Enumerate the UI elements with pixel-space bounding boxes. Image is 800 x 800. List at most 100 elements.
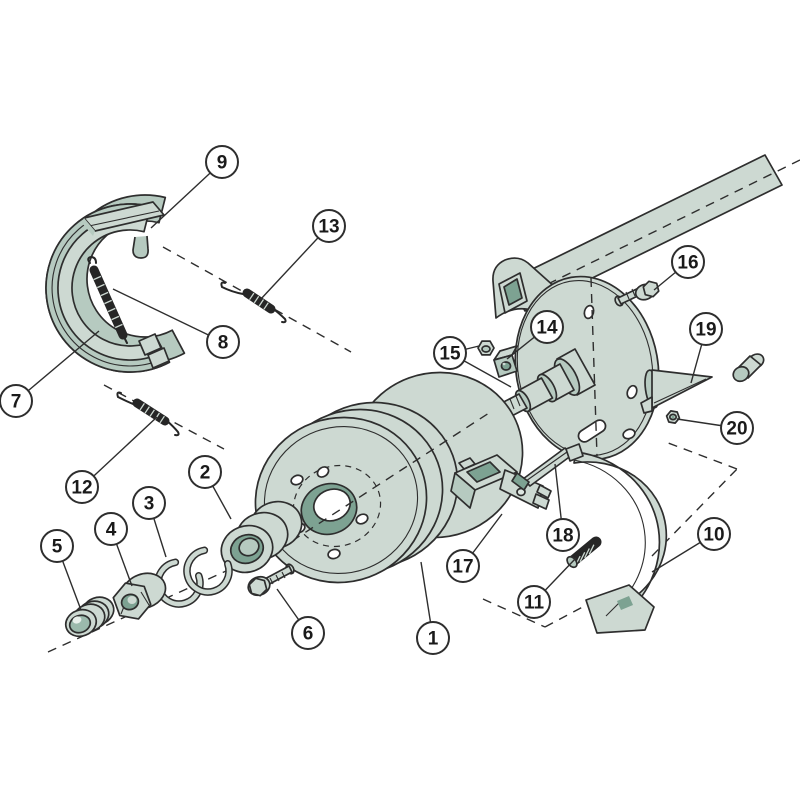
brake-drum bbox=[254, 371, 524, 584]
thread-line bbox=[625, 291, 630, 300]
spring12-left-hook bbox=[116, 391, 134, 405]
callout-19-number: 19 bbox=[695, 320, 716, 341]
callout-10-circle bbox=[697, 517, 731, 551]
nut4-bore-glint bbox=[127, 596, 137, 604]
spring12-coil bbox=[132, 398, 170, 426]
spring8-tail bbox=[122, 334, 128, 344]
shoe-tab bbox=[138, 333, 162, 356]
callout-4-circle bbox=[94, 512, 128, 546]
callout-12-leader bbox=[81, 416, 158, 488]
callout-6-number: 6 bbox=[303, 624, 314, 645]
shoe10-notch bbox=[617, 596, 633, 610]
collar-window bbox=[503, 278, 523, 306]
thread-line bbox=[515, 395, 521, 407]
thread-line bbox=[509, 398, 515, 410]
callout-7-circle bbox=[0, 384, 33, 418]
bolt16-head bbox=[642, 280, 660, 298]
spring13-left-hook bbox=[220, 281, 244, 295]
callout-11-number: 11 bbox=[524, 593, 545, 614]
bolt-circle-dashed bbox=[292, 464, 382, 548]
callout-20-number: 20 bbox=[726, 419, 747, 440]
callout-8-circle bbox=[206, 325, 240, 359]
callout-9-number: 9 bbox=[217, 153, 228, 174]
flange-vertical-dashed bbox=[590, 277, 598, 457]
lug-hole bbox=[355, 513, 369, 525]
callout-4-number: 4 bbox=[106, 520, 117, 541]
flange-fasteners bbox=[477, 280, 765, 424]
shoe10-foot bbox=[585, 584, 655, 634]
lining-pad-seam bbox=[88, 210, 160, 227]
magnet-arm-17 bbox=[450, 454, 552, 510]
callout-2-circle bbox=[188, 455, 222, 489]
cone19-tab bbox=[640, 396, 653, 414]
callout-1-circle bbox=[416, 621, 450, 655]
retainer-clip bbox=[184, 548, 232, 595]
callout-14-number: 14 bbox=[536, 318, 558, 339]
bolt6-head bbox=[248, 577, 268, 597]
spring12-right-hook bbox=[164, 418, 180, 437]
spring8-hook bbox=[87, 255, 97, 264]
lining-pad-edge bbox=[82, 218, 95, 236]
callout-17-circle bbox=[446, 549, 480, 583]
callout-18-number: 18 bbox=[552, 526, 573, 547]
lug-hole bbox=[316, 466, 330, 478]
shoe-axis-dashed-line bbox=[162, 246, 352, 353]
callout-18-circle bbox=[546, 518, 580, 552]
right-brake-shoe bbox=[565, 443, 668, 634]
block14-hole-glint bbox=[502, 362, 506, 366]
shoe-notch bbox=[132, 235, 149, 259]
hub-parts bbox=[64, 500, 303, 638]
spring-13 bbox=[220, 281, 287, 324]
arm17-finger bbox=[536, 484, 552, 499]
flange-hole bbox=[626, 384, 638, 400]
callout-3-circle bbox=[132, 486, 166, 520]
callout-14-circle bbox=[530, 310, 564, 344]
cap5-glint bbox=[72, 616, 82, 624]
spring-12 bbox=[116, 391, 180, 437]
callout-7-leader bbox=[15, 330, 100, 402]
bar18-edge-line bbox=[525, 451, 568, 482]
drum-bore bbox=[312, 488, 352, 522]
callout-1-number: 1 bbox=[428, 629, 439, 650]
callout-13-circle bbox=[312, 209, 346, 243]
callout-10-number: 10 bbox=[703, 525, 724, 546]
callout-8-number: 8 bbox=[218, 333, 229, 354]
callout-6-circle bbox=[291, 616, 325, 650]
flange-rim-line bbox=[516, 280, 654, 456]
hub-axis-dashed-right bbox=[291, 412, 490, 542]
lug-hole bbox=[290, 474, 304, 486]
bar18-end-block bbox=[511, 472, 530, 491]
callout-5-number: 5 bbox=[52, 537, 63, 558]
callout-15-circle bbox=[433, 336, 467, 370]
callout-2-number: 2 bbox=[200, 463, 211, 484]
shoe-tab bbox=[147, 347, 170, 369]
callout-11-circle bbox=[517, 585, 551, 619]
spring11-coil bbox=[567, 536, 602, 567]
shoe10-top-end bbox=[565, 443, 584, 462]
callout-13-number: 13 bbox=[318, 217, 339, 238]
nut4-facet bbox=[140, 591, 150, 606]
callout-12-circle bbox=[65, 470, 99, 504]
callout-17-number: 17 bbox=[452, 557, 473, 578]
callout-16-circle bbox=[671, 245, 705, 279]
bearing-bore bbox=[238, 537, 260, 557]
callout-5-circle bbox=[40, 529, 74, 563]
flange-hole bbox=[622, 428, 636, 440]
callout-20-circle bbox=[720, 411, 754, 445]
cone19-body bbox=[651, 369, 713, 409]
callout-15-number: 15 bbox=[439, 344, 461, 365]
callout-3-number: 3 bbox=[144, 494, 155, 515]
cup-face bbox=[732, 365, 750, 383]
flange-slot bbox=[577, 419, 607, 443]
nut15-face bbox=[481, 345, 491, 353]
lug-hole bbox=[327, 548, 341, 560]
block14-hole bbox=[500, 361, 512, 371]
flange-hole bbox=[583, 304, 595, 320]
callout-19-circle bbox=[689, 312, 723, 346]
callout-9-circle bbox=[205, 145, 239, 179]
spring13-coil bbox=[242, 288, 276, 314]
callout-16-number: 16 bbox=[677, 253, 698, 274]
